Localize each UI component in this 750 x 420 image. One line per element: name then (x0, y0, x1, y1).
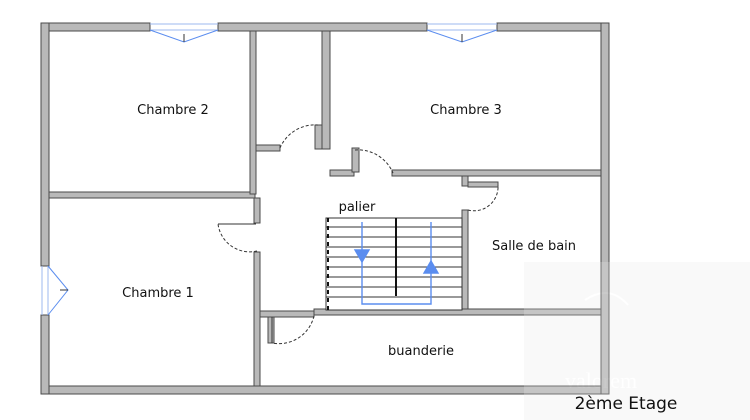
wall-sdb-left-2 (461, 209, 469, 314)
room-label-chambre-3: Chambre 3 (430, 103, 502, 118)
stair-arrow-up (422, 259, 440, 274)
wall-ch1-right-2 (253, 251, 261, 387)
outer-wall-top-1 (40, 22, 151, 32)
windows (41, 23, 498, 316)
wall-ch3-bottom-1 (329, 169, 355, 177)
room-label-salle-de-bain: Salle de bain (492, 239, 576, 254)
outer-wall-right (600, 22, 610, 395)
outer-wall-bottom (40, 385, 610, 395)
door-swing-salle-de-bain (467, 184, 499, 212)
room-label-chambre-2: Chambre 2 (137, 103, 209, 118)
wall-ch2-ch3 (321, 30, 331, 150)
walls (40, 22, 610, 395)
wall-ch3-door-post (351, 147, 360, 173)
stair-arrow-down (353, 249, 371, 264)
wall-sdb-left-1 (461, 175, 469, 187)
outer-wall-top-3 (496, 22, 610, 32)
wall-ch2-door-left (255, 144, 281, 152)
door-swing-chambre2 (279, 124, 319, 149)
watermark-text: valorem (565, 368, 637, 393)
outer-wall-top-2 (217, 22, 428, 32)
door-leaves (218, 223, 273, 343)
wall-buanderie-top-1 (259, 310, 315, 318)
room-label-buanderie: buanderie (388, 344, 454, 359)
stair-direction-arrows (353, 222, 440, 305)
watermark-box (524, 262, 750, 420)
wall-buanderie-door-post (267, 316, 275, 344)
wall-ch3-bottom-2 (391, 169, 602, 177)
window-chambre1 (41, 265, 69, 316)
window-chambre2 (149, 23, 219, 43)
outer-wall-left-1 (40, 22, 50, 267)
wall-ch2-door-post (314, 124, 323, 150)
room-label-chambre-1: Chambre 1 (122, 286, 194, 301)
staircase (325, 217, 463, 311)
room-label-palier: palier (339, 200, 376, 215)
watermark: valorem (524, 262, 750, 420)
door-swing-chambre3 (354, 149, 394, 174)
floor-label: 2ème Etage (575, 394, 678, 414)
outer-wall-left-2 (40, 314, 50, 395)
wall-ch2-right (249, 30, 257, 195)
doors (217, 124, 499, 345)
watermark-logo-arc (584, 292, 629, 306)
door-swing-buanderie (271, 315, 315, 345)
wall-sdb-door-top (467, 181, 499, 188)
door-swing-chambre1 (217, 223, 258, 253)
wall-ch1-right-1 (253, 197, 261, 224)
wall-ch2-ch1 (48, 191, 256, 199)
window-chambre3 (426, 23, 498, 43)
stair-outline (325, 217, 463, 311)
stair-treads (326, 226, 462, 298)
